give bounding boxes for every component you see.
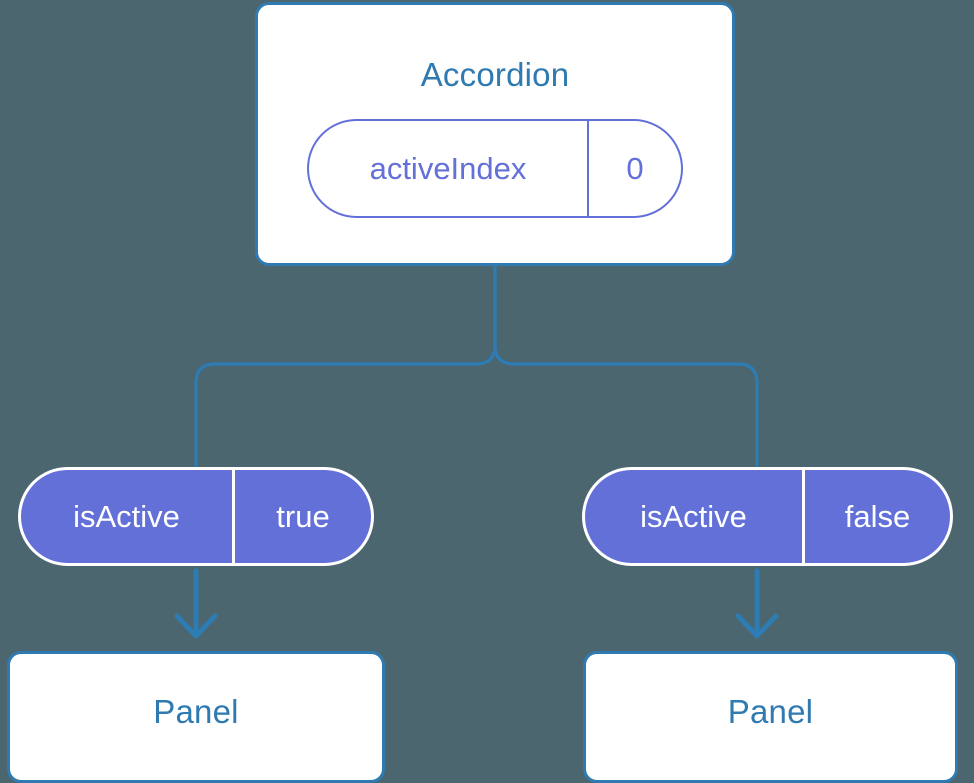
arrow-right-to-panel	[735, 568, 779, 639]
accordion-component-label: Accordion	[420, 56, 570, 93]
panel-right-component-label: Panel	[727, 693, 814, 730]
panel-right-props-pill[interactable]: isActive false	[582, 467, 953, 566]
accordion-state-pill[interactable]: activeIndex 0	[307, 119, 683, 218]
accordion-state-value: 0	[626, 151, 644, 186]
panel-left-component-box[interactable]: Panel	[7, 651, 385, 783]
panel-right-props-key: isActive	[585, 470, 805, 563]
panel-left-props-value: true	[276, 499, 330, 534]
panel-left-props-key: isActive	[21, 470, 235, 563]
connector-right-branch	[493, 264, 759, 470]
accordion-state-key: activeIndex	[309, 121, 589, 216]
arrow-left-to-panel	[174, 568, 218, 639]
connector-left-branch	[194, 264, 497, 470]
panel-left-props-pill[interactable]: isActive true	[18, 467, 374, 566]
panel-right-component-box[interactable]: Panel	[583, 651, 958, 783]
panel-right-props-value: false	[844, 499, 911, 534]
panel-left-component-label: Panel	[153, 693, 239, 730]
